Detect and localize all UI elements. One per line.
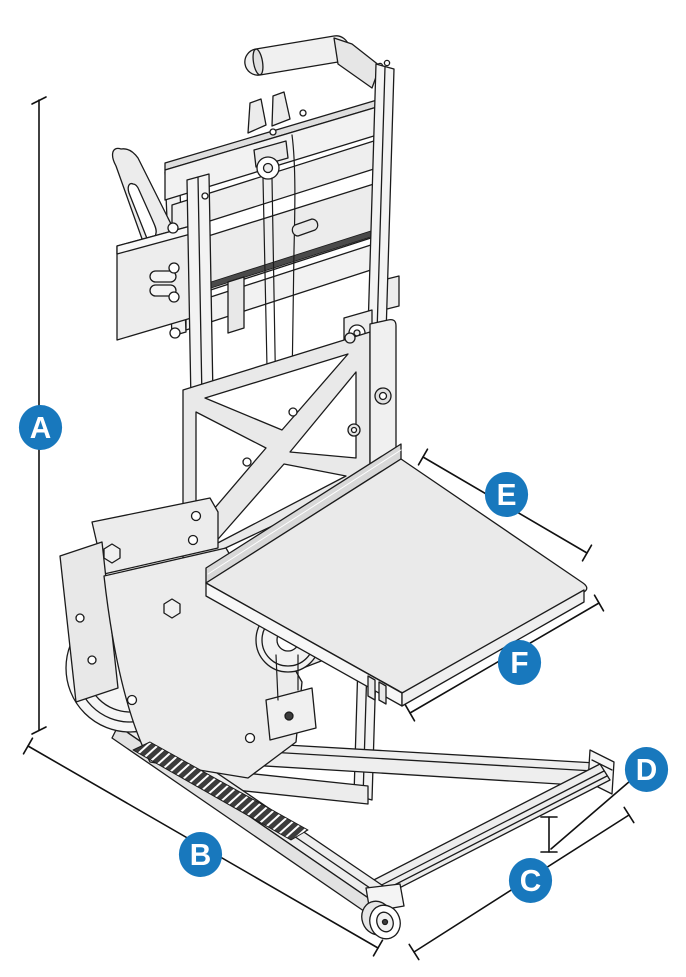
- dimension-line-d: [540, 780, 631, 853]
- dimension-badge-e: E: [484, 472, 529, 517]
- dimension-badge-b: B: [178, 832, 223, 877]
- dimension-badge-d: D: [624, 747, 669, 792]
- dimension-badge-f: F: [497, 640, 542, 685]
- dimension-badge-a: A: [18, 405, 63, 450]
- top-pulley: [253, 140, 289, 180]
- lift-platform: [205, 443, 588, 707]
- dimension-badge-c: C: [508, 858, 553, 903]
- caster-wheel: [361, 883, 405, 940]
- winch-spring-strip: [132, 741, 309, 841]
- base-front-rail: [361, 763, 611, 903]
- fork-bracket: [247, 98, 267, 134]
